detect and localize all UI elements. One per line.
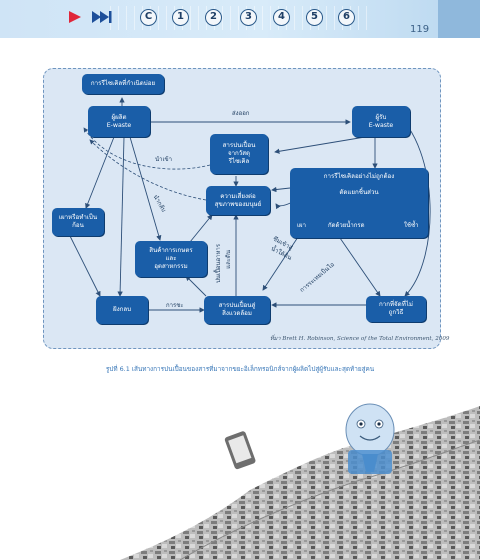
nav-chapter-5[interactable]: 5 [306,9,323,26]
figure-caption: รูปที่ 6.1 เส้นทางการปนเปื้อนของสารที่มา… [105,365,375,373]
node-label: ก้อน [72,222,84,229]
node-label: สินค้าการเกษตร [149,247,193,255]
play-icon[interactable] [68,10,82,24]
node-label: E-waste [106,121,132,129]
node-label: ถูกวิธี [388,309,404,316]
ewaste-pile-illustration [120,403,480,560]
node-label: ฝังกลบ [112,306,132,314]
node-agri-industrial-products: สินค้าการเกษตร และ อุตสาหกรรม [135,241,207,277]
node-label: ตัดแยกชิ้นส่วน [339,188,379,196]
node-label: เผาหรือทำเป็น [58,214,98,222]
node-recycled-material-contaminant: สารปนเปื้อน จากวัสดุ รีไซเคิล [210,134,268,174]
nav-chapter-6[interactable]: 6 [338,9,355,26]
node-human-health-risk: ความเสี่ยงต่อ สุขภาพของมนุษย์ [206,186,270,215]
node-incinerate-store: เผาหรือทำเป็น ก้อน [52,208,104,236]
node-informal-recycling: การรีไซเคิลอย่างไม่ถูกต้อง ตัดแยกชิ้นส่ว… [290,168,428,238]
method-acid-label: กัดด้วยน้ำกรด [328,222,365,229]
nav-chapter-c[interactable]: C [140,9,157,26]
mascot-illustration [345,403,395,474]
node-environmental-contamination: สารปนเปื้อนสู่ สิ่งแวดล้อม [204,296,270,324]
edge-label-food-chain-2: และดิน [225,250,232,269]
node-label: กากที่จัดที่ไม่ [379,301,413,309]
fast-forward-icon[interactable] [92,10,112,24]
edge-label-food-chain-1: ปนเปื้อนอาหาร [215,244,222,283]
node-label: ความเสี่ยงต่อ [220,192,256,200]
phone-illustration [224,431,256,470]
node-producer: ผู้ผลิต E-waste [88,106,150,137]
node-label: สิ่งแวดล้อม [222,310,252,317]
nav-chapter-2[interactable]: 2 [205,9,222,26]
node-label: E-waste [368,121,394,129]
node-label: จากวัสดุ [227,150,251,158]
node-label: และ [165,255,177,263]
edge-label-import: นำเข้า [155,156,172,163]
node-label: การรีไซเคิลที่กำเนิดบ่อย [90,80,156,88]
node-label: สารปนเปื้อน [222,142,256,150]
page-number: 119 [410,24,430,35]
node-landfill: ฝังกลบ [96,296,148,324]
node-label: ผู้ผลิต [111,113,127,121]
node-improper-residue: กากที่จัดที่ไม่ ถูกวิธี [366,296,426,322]
method-burning-label: เผา [297,222,306,229]
edge-label-leaching: การชะ [166,302,184,309]
header-side-bar [438,0,480,38]
nav-chapter-3[interactable]: 3 [240,9,257,26]
nav-chapter-4[interactable]: 4 [273,9,290,26]
node-label: สารปนเปื้อนสู่ [218,302,256,310]
diagram-source: ที่มา Brett H. Robinson, Science of the … [270,336,450,342]
nav-chapter-1[interactable]: 1 [172,9,189,26]
node-receiver: ผู้รับ E-waste [352,106,410,137]
method-reuse-label: ใช้ซ้ำ [404,222,419,229]
node-label: การรีไซเคิลอย่างไม่ถูกต้อง [323,173,395,180]
node-label: ผู้รับ [375,113,387,121]
node-label: รีไซเคิล [228,157,250,165]
node-label: สุขภาพของมนุษย์ [214,200,262,208]
edge-label-export: ส่งออก [232,110,250,117]
node-recycled-goods: การรีไซเคิลที่กำเนิดบ่อย [82,74,164,94]
node-label: อุตสาหกรรม [154,262,188,270]
